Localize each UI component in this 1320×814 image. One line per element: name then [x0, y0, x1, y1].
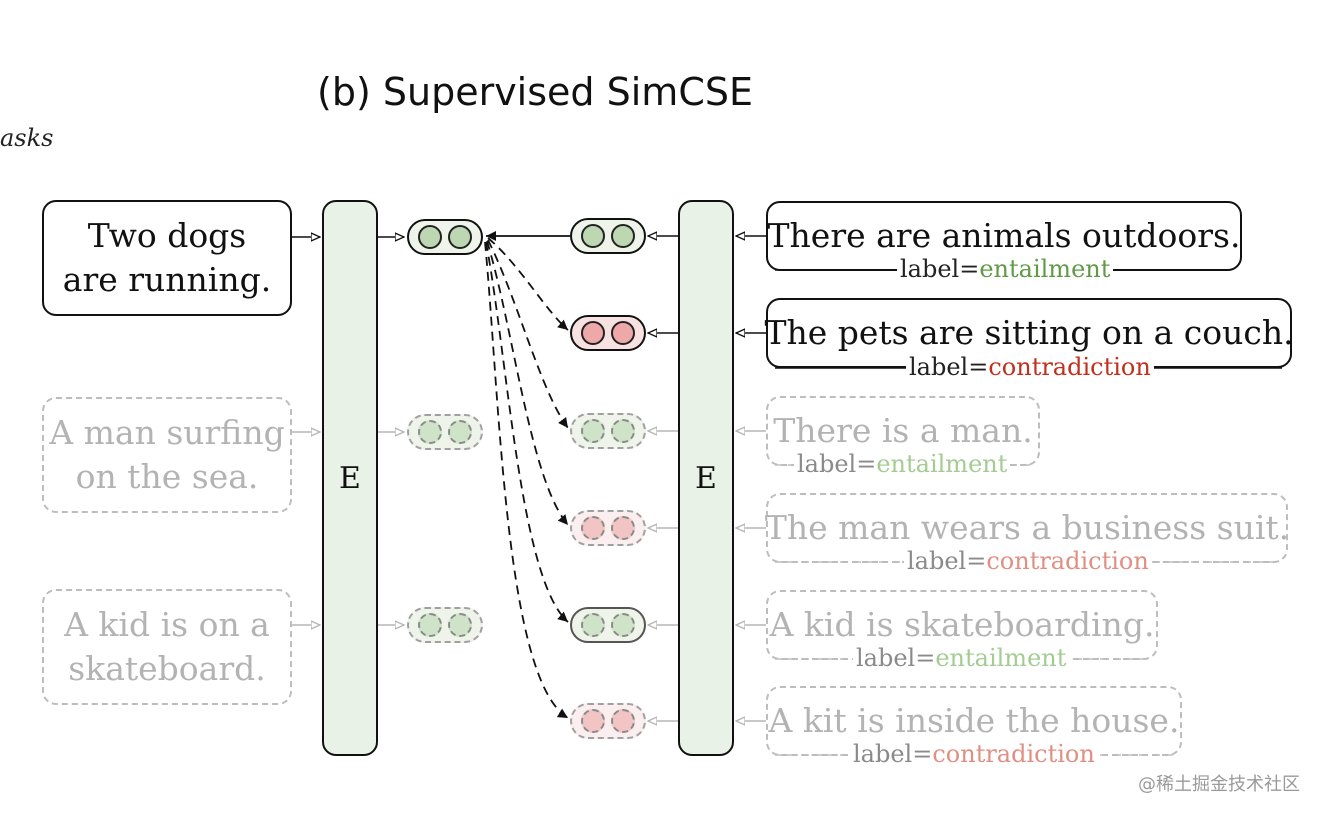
premise-sentence-3: A kid is on a skateboard.: [42, 589, 292, 705]
hypothesis-embedding-6: [570, 703, 646, 739]
premise-3-line-2: skateboard.: [68, 649, 266, 688]
encoder-right-label: E: [695, 460, 717, 496]
embedding-dot: [581, 321, 606, 345]
premise-1-line-2: are running.: [62, 260, 272, 299]
premise-3-line-1: A kid is on a: [64, 605, 270, 644]
encoder-left-label: E: [339, 460, 361, 496]
encoder-right: E: [678, 200, 734, 756]
hypothesis-sentence-1: There are animals outdoors.: [766, 201, 1242, 271]
hypothesis-label-6: label=contradiction: [850, 740, 1098, 768]
label-value: contradiction: [986, 547, 1149, 575]
label-key: label=: [909, 353, 989, 381]
embedding-dot: [418, 225, 443, 249]
label-value: entailment: [935, 644, 1067, 672]
label-key: label=: [853, 740, 933, 768]
embedding-dot: [447, 420, 472, 444]
premise-2-line-1: A man surfing: [49, 413, 285, 452]
hypothesis-embedding-3: [570, 413, 646, 449]
label-value: entailment: [876, 450, 1008, 478]
embedding-dot: [581, 709, 606, 733]
premise-embedding-2: [407, 414, 483, 450]
hypothesis-label-1: label=entailment: [897, 255, 1114, 283]
embedding-dot: [581, 516, 606, 540]
embedding-dot: [610, 613, 635, 637]
embedding-dot: [418, 613, 443, 637]
hypothesis-label-5: label=entailment: [853, 644, 1070, 672]
arrow-to-hyp-emb-2: [487, 237, 569, 331]
watermark: @稀土掘金技术社区: [1138, 774, 1300, 795]
hypothesis-embedding-4: [570, 510, 646, 546]
label-value: contradiction: [932, 740, 1095, 768]
hypothesis-label-4: label=contradiction: [904, 547, 1152, 575]
hypothesis-embedding-5: [570, 607, 646, 643]
embedding-dot: [610, 516, 635, 540]
embedding-dot: [610, 419, 635, 443]
premise-2-line-2: on the sea.: [75, 457, 259, 496]
label-value: contradiction: [988, 353, 1151, 381]
arrow-to-hyp-emb-6: [484, 241, 569, 719]
premise-1-line-1: Two dogs: [87, 216, 247, 255]
embedding-dot: [418, 420, 443, 444]
hypothesis-label-2: label=contradiction: [906, 353, 1154, 381]
hypothesis-embedding-2: [570, 315, 646, 351]
premise-sentence-1: Two dogs are running.: [42, 200, 292, 316]
premise-embedding-1: [407, 219, 483, 255]
diagram-title: (b) Supervised SimCSE: [317, 70, 753, 114]
cut-off-caption: asks: [0, 124, 54, 152]
hypothesis-label-3: label=entailment: [794, 450, 1011, 478]
embedding-dot: [447, 225, 472, 249]
label-key: label=: [797, 450, 877, 478]
hypothesis-embedding-1: [570, 218, 646, 254]
arrow-to-hyp-emb-5: [485, 241, 569, 623]
embedding-dot: [610, 321, 635, 345]
label-key: label=: [856, 644, 936, 672]
embedding-dot: [447, 613, 472, 637]
arrow-to-hyp-emb-3: [487, 239, 569, 429]
label-key: label=: [900, 255, 980, 283]
premise-sentence-2: A man surfing on the sea.: [42, 397, 292, 513]
arrow-to-hyp-emb-4: [486, 240, 569, 526]
label-key: label=: [907, 547, 987, 575]
embedding-dot: [581, 224, 606, 248]
embedding-dot: [610, 224, 635, 248]
label-value: entailment: [979, 255, 1111, 283]
embedding-dot: [581, 613, 606, 637]
embedding-dot: [581, 419, 606, 443]
encoder-left: E: [322, 200, 378, 756]
premise-embedding-3: [407, 607, 483, 643]
embedding-dot: [610, 709, 635, 733]
